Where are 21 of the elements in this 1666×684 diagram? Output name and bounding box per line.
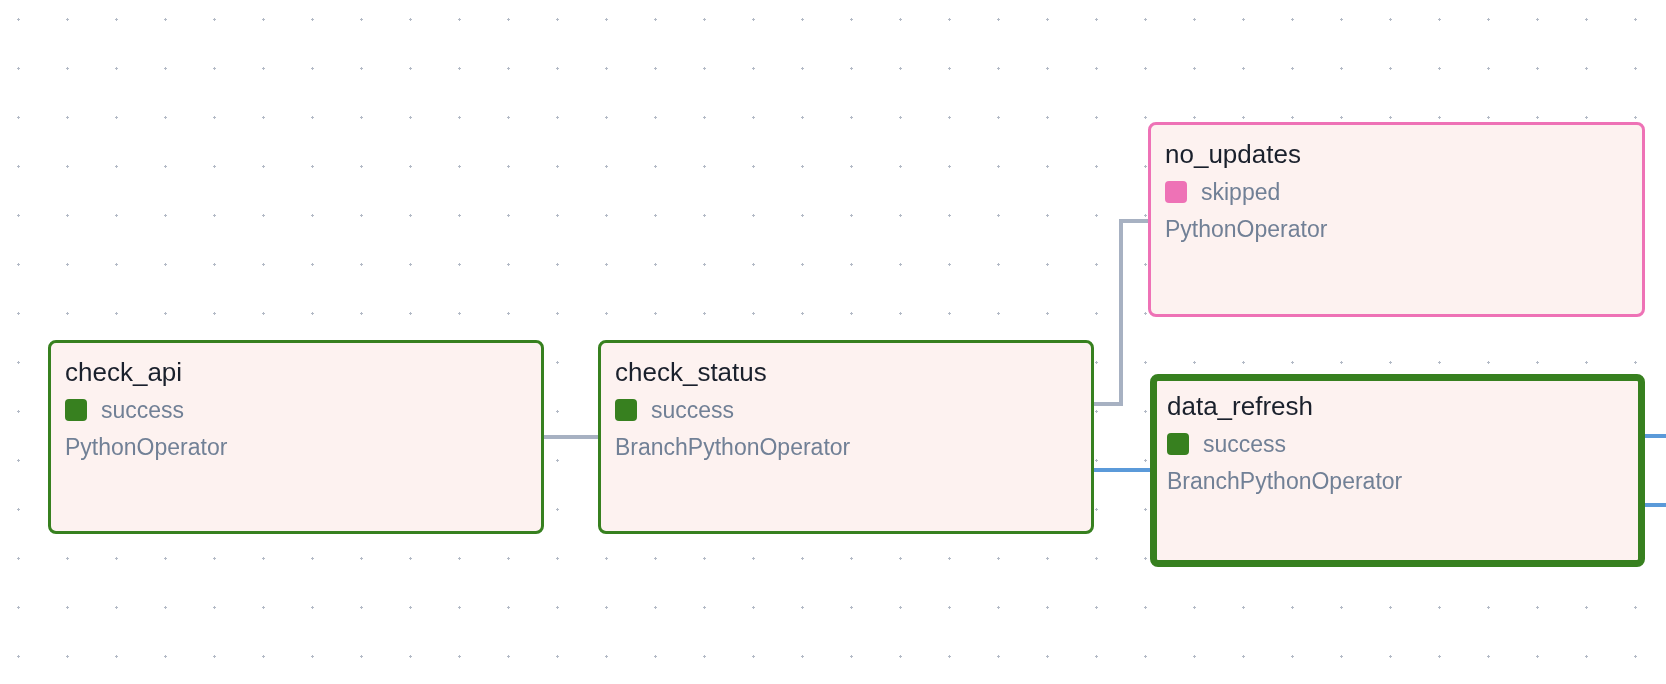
task-node [1148, 122, 1645, 317]
task-status: skipped [1201, 178, 1281, 206]
task-status: success [651, 396, 735, 424]
task-node [1150, 374, 1645, 567]
task-name: check_status [615, 356, 768, 388]
task-name: check_api [65, 356, 184, 388]
task-node [598, 340, 1094, 534]
connector-line [544, 435, 598, 439]
task-node [48, 340, 544, 534]
connector-line [1645, 434, 1666, 438]
operator-type: PythonOperator [65, 433, 229, 462]
task-name: data_refresh [1167, 390, 1314, 422]
operator-type: BranchPythonOperator [1167, 467, 1404, 496]
connector-line [1645, 503, 1666, 507]
operator-type: PythonOperator [1165, 215, 1329, 244]
task-status: success [1203, 430, 1287, 458]
task-name: no_updates [1165, 138, 1302, 170]
connector-line [1094, 219, 1148, 406]
connector-line [1094, 468, 1150, 472]
operator-type: BranchPythonOperator [615, 433, 852, 462]
task-status: success [101, 396, 185, 424]
